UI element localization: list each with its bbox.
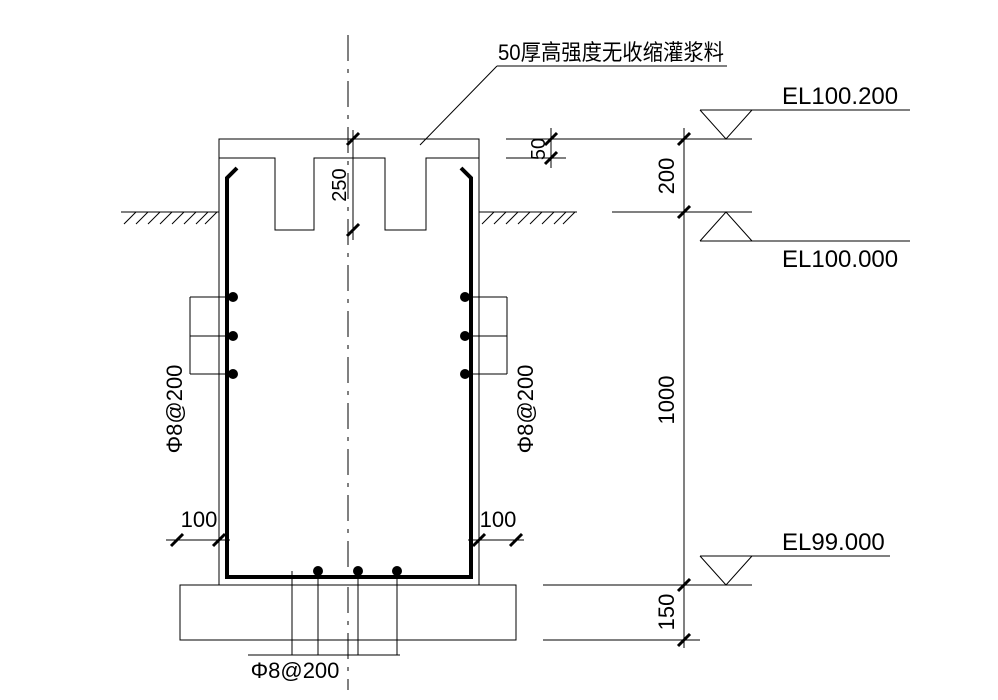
dim-tick (543, 150, 559, 166)
elevation-dim-chain (543, 128, 700, 648)
wall-right-label: 100 (480, 507, 517, 532)
elevation-top-label: EL100.200 (782, 83, 898, 110)
dim-tick (543, 131, 559, 147)
dim-tick (676, 577, 692, 593)
left-wall-leaders (189, 296, 233, 375)
elevation-marker-bottom (699, 555, 890, 586)
dim-tick (345, 222, 361, 238)
dim-tick (676, 632, 692, 648)
rebar-cage (225, 166, 473, 579)
right-wall-leaders (465, 296, 508, 375)
ground-right (479, 211, 577, 225)
grout-thickness-label: 50 (528, 138, 550, 160)
dim-tick (211, 532, 227, 548)
rebar-left-label: Φ8@200 (162, 365, 187, 454)
dim-tick (676, 204, 692, 220)
grout-thickness-dim (506, 128, 566, 168)
grout-to-ground-label: 200 (654, 158, 679, 195)
pocket-depth-label: 250 (329, 168, 351, 201)
base-slab (179, 584, 517, 641)
wall-left-label: 100 (181, 507, 218, 532)
pit-depth-label: 1000 (654, 376, 679, 425)
rebar-bottom-label: Φ8@200 (251, 658, 340, 683)
grout-note: 50厚高强度无收缩灌浆料 (498, 40, 724, 65)
dim-tick (471, 532, 487, 548)
elevation-marker-ground (699, 211, 910, 242)
ground-left (121, 211, 219, 225)
elevation-ground-label: EL100.000 (782, 246, 898, 273)
rebar-right-label: Φ8@200 (513, 365, 538, 454)
dim-tick (508, 532, 524, 548)
elevation-bottom-label: EL99.000 (782, 529, 885, 556)
dim-tick (345, 131, 361, 147)
base-thickness-label: 150 (654, 594, 679, 631)
grout-note-leader (419, 65, 727, 146)
bottom-leaders (248, 571, 400, 656)
dim-tick (676, 131, 692, 147)
elevation-marker-top (699, 109, 910, 140)
dim-tick (169, 532, 185, 548)
